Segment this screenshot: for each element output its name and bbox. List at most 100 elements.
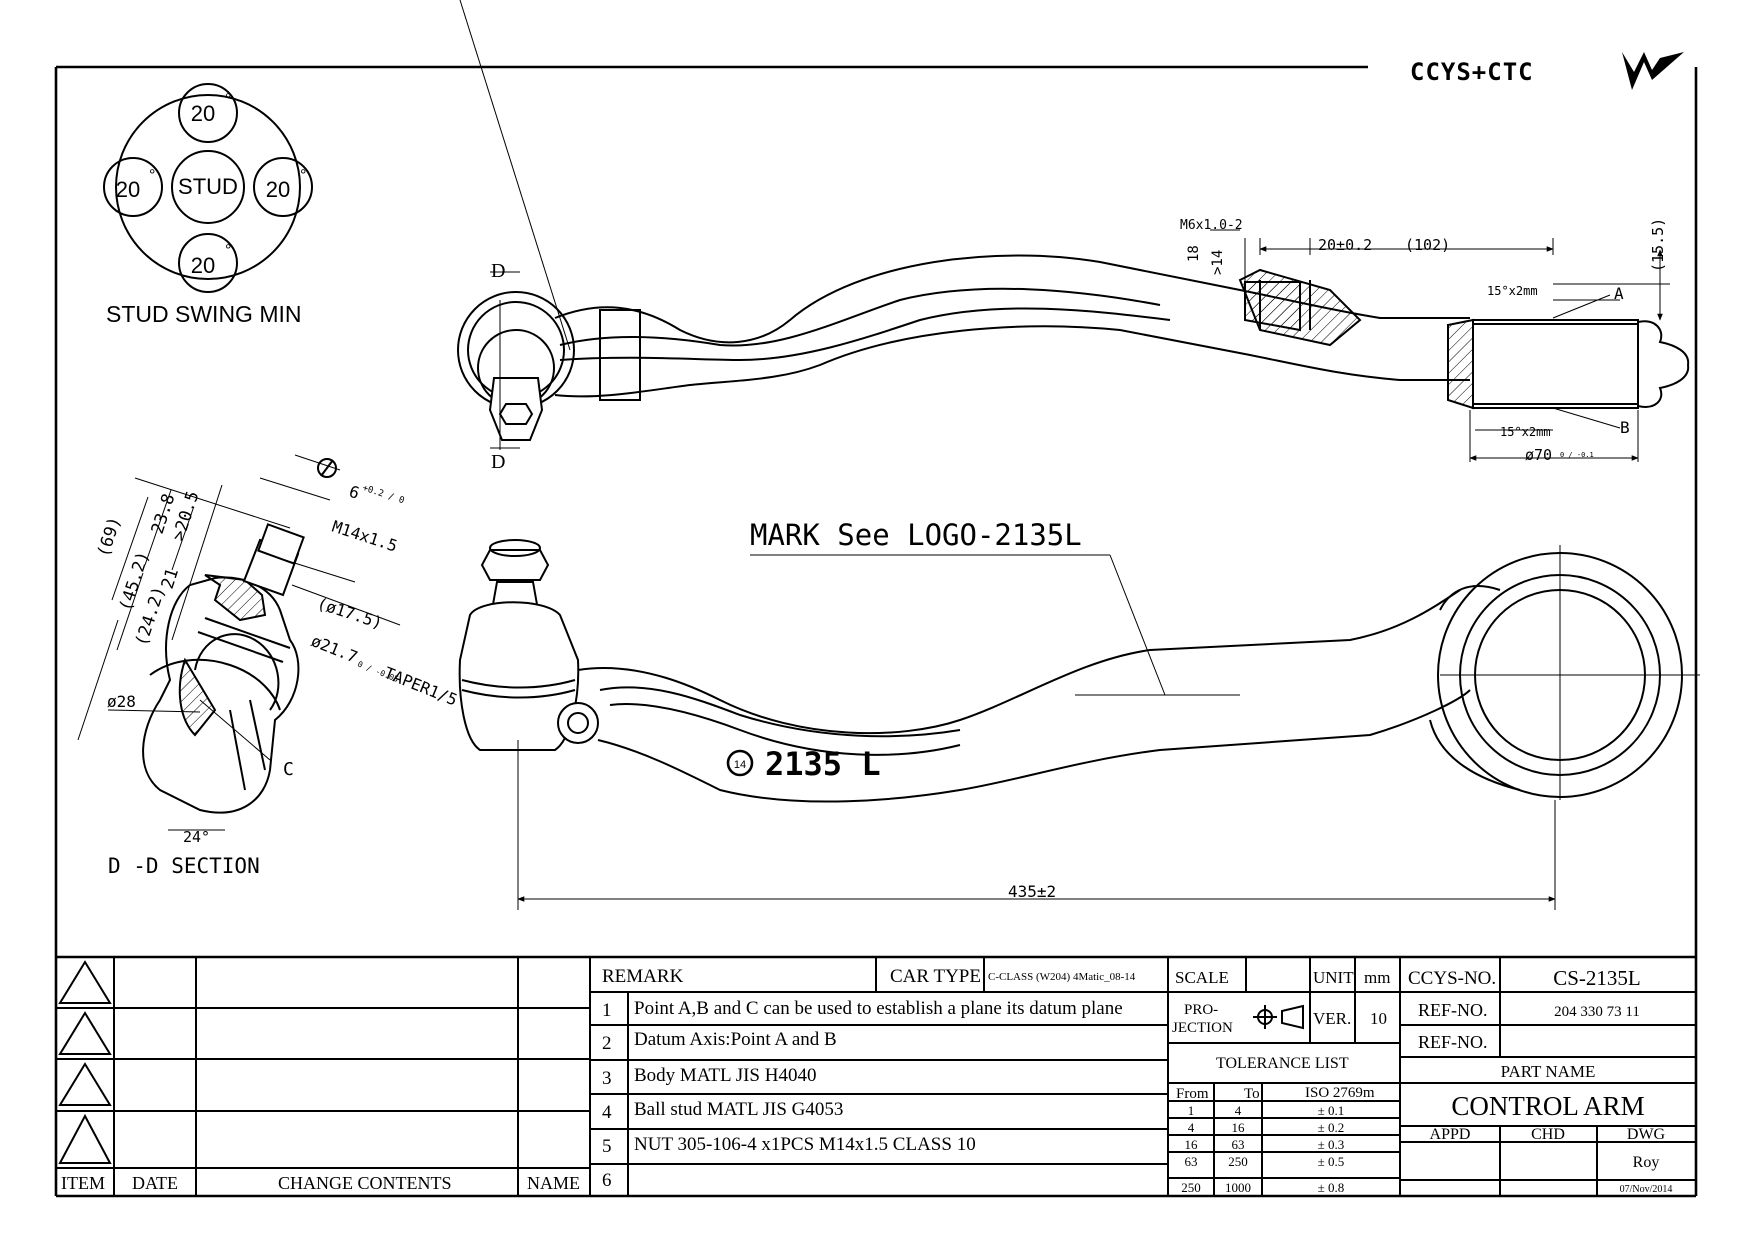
dim-bore-tol: 0 / -0.1 <box>1560 451 1594 459</box>
tol-col-from: From <box>1176 1086 1209 1102</box>
point-b-label: B <box>1620 418 1630 437</box>
svg-text:4: 4 <box>1188 1120 1195 1135</box>
chd-label: CHD <box>1531 1126 1565 1143</box>
dim-taper: ø21.7 <box>309 631 361 667</box>
svg-text:± 0.3: ± 0.3 <box>1318 1137 1345 1152</box>
remark-3: Body MATL JIS H4040 <box>634 1065 816 1086</box>
tol-col-iso: ISO 2769m <box>1305 1085 1375 1101</box>
remark-2: Datum Axis:Point A and B <box>634 1029 837 1050</box>
front-view: MARK See LOGO-2135L 14 2135 L 435±2 <box>458 518 1700 910</box>
title-block-grid <box>56 957 1696 1196</box>
specs-block: SCALE UNIT mm PRO- JECTION VER. 10 TOLER… <box>1172 968 1390 1195</box>
title-block: CCYS-NO. CS-2135L REF-NO. 204 330 73 11 … <box>1408 966 1672 1195</box>
unit-label: UNIT <box>1313 968 1354 987</box>
svg-text:4: 4 <box>602 1102 612 1123</box>
ref-label: REF-NO. <box>1418 1000 1488 1020</box>
svg-text:14: 14 <box>734 759 746 771</box>
ref-number: 204 330 73 11 <box>1554 1004 1640 1020</box>
svg-text:16: 16 <box>1185 1137 1199 1152</box>
ver-value: 10 <box>1370 1009 1387 1028</box>
unit-value: mm <box>1364 968 1390 987</box>
car-type-label: CAR TYPE <box>890 966 981 987</box>
svg-text:1: 1 <box>1188 1103 1195 1118</box>
dim-length: 435±2 <box>1008 882 1056 901</box>
section-title: D -D SECTION <box>108 854 260 878</box>
mark-note: MARK See LOGO-2135L <box>750 518 1082 552</box>
svg-text:3: 3 <box>602 1068 612 1089</box>
top-view: D D M6x1.0-2 18 >14 20±0.2 (102) (15.5) … <box>457 0 1690 473</box>
swing-angle-bottom: 20 <box>191 253 215 278</box>
chamfer-a: 15°x2mm <box>1487 284 1538 298</box>
section-mark-top: D <box>491 260 505 282</box>
dim-taper-label: TAPER1/5 <box>382 663 461 709</box>
drawing-date: 07/Nov/2014 <box>1620 1184 1673 1195</box>
swing-title: STUD SWING MIN <box>106 301 302 327</box>
remark-1: Point A,B and C can be used to establish… <box>634 998 1123 1019</box>
ccys-number: CS-2135L <box>1553 966 1641 990</box>
dim-thread: M14x1.5 <box>330 517 400 556</box>
section-view: (69) (45.2) (24.2) 23.8 >20.5 21 6 +0.2 … <box>77 454 461 878</box>
tolerance-title: TOLERANCE LIST <box>1216 1055 1349 1072</box>
svg-text:63: 63 <box>1185 1154 1198 1169</box>
svg-text:2: 2 <box>602 1033 612 1054</box>
dim-hex: 6 <box>347 482 362 503</box>
svg-text:JECTION: JECTION <box>1172 1020 1233 1036</box>
drawn-by: Roy <box>1633 1154 1660 1171</box>
remarks-table: REMARK CAR TYPE C-CLASS (W204) 4Matic_08… <box>602 966 1136 1191</box>
svg-text:63: 63 <box>1232 1137 1245 1152</box>
svg-text:250: 250 <box>1228 1154 1248 1169</box>
brand-text: CCYS+CTC <box>1410 58 1534 86</box>
part-name: CONTROL ARM <box>1451 1091 1644 1121</box>
svg-text:6: 6 <box>602 1170 612 1191</box>
dim-14: >14 <box>1210 250 1226 275</box>
svg-text:16: 16 <box>1232 1120 1246 1135</box>
stud-center-label: STUD <box>178 174 238 199</box>
dim-28: ø28 <box>107 692 136 711</box>
dim-24-angle: 24° <box>183 828 210 846</box>
dim-m6: M6x1.0-2 <box>1180 218 1243 233</box>
remark-5: NUT 305-106-4 x1PCS M14x1.5 CLASS 10 <box>634 1134 976 1155</box>
svg-text:°: ° <box>225 242 231 259</box>
col-date: DATE <box>132 1173 178 1193</box>
svg-text:± 0.8: ± 0.8 <box>1318 1180 1345 1195</box>
svg-text:°: ° <box>225 91 231 108</box>
dim-18: 18 <box>1186 245 1202 262</box>
dim-bore: ø70 <box>1525 446 1552 464</box>
col-item: ITEM <box>61 1173 105 1193</box>
svg-text:1: 1 <box>602 1000 612 1021</box>
dim-20: 20±0.2 <box>1318 236 1372 254</box>
tol-col-to: To <box>1244 1086 1260 1102</box>
svg-text:1000: 1000 <box>1225 1180 1251 1195</box>
ver-label: VER. <box>1313 1009 1351 1028</box>
col-change-contents: CHANGE CONTENTS <box>278 1173 452 1193</box>
svg-text:± 0.2: ± 0.2 <box>1318 1120 1345 1135</box>
point-c-label: C <box>283 759 294 780</box>
scale-label: SCALE <box>1175 968 1229 987</box>
dim-15-5: (15.5) <box>1649 218 1667 272</box>
point-a-label: A <box>1614 284 1624 303</box>
part-logo-icon: 14 <box>726 749 754 777</box>
brand-logo: CCYS+CTC <box>1410 52 1684 90</box>
stud-swing-diagram: STUD 20 20 20 20 ° ° ° ° STUD SWING MIN <box>103 83 313 327</box>
svg-text:± 0.1: ± 0.1 <box>1318 1103 1345 1118</box>
chamfer-b: 15°x2mm <box>1500 425 1551 439</box>
dim-hex-tol: +0.2 / 0 <box>361 483 405 506</box>
svg-text:4: 4 <box>1235 1103 1242 1118</box>
appd-label: APPD <box>1430 1126 1471 1143</box>
col-name: NAME <box>527 1173 580 1193</box>
dim-102: (102) <box>1405 236 1450 254</box>
ccys-label: CCYS-NO. <box>1408 968 1496 989</box>
svg-text:± 0.5: ± 0.5 <box>1318 1154 1345 1169</box>
svg-text:250: 250 <box>1181 1180 1201 1195</box>
remark-4: Ball stud MATL JIS G4053 <box>634 1099 843 1120</box>
ref2-label: REF-NO. <box>1418 1032 1488 1052</box>
svg-text:°: ° <box>300 167 306 184</box>
car-type-value: C-CLASS (W204) 4Matic_08-14 <box>988 971 1136 983</box>
part-name-label: PART NAME <box>1501 1062 1596 1081</box>
section-mark-bottom: D <box>491 451 505 473</box>
swing-angle-right: 20 <box>266 177 290 202</box>
svg-text:PRO-: PRO- <box>1184 1002 1218 1018</box>
svg-text:°: ° <box>149 167 155 184</box>
hex-symbol-icon <box>317 458 337 478</box>
